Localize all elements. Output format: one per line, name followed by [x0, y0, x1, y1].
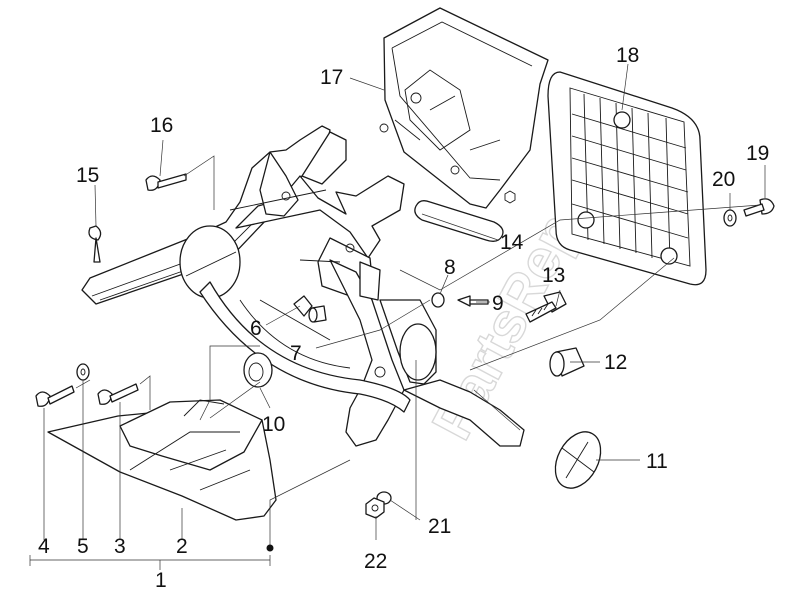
callout-8: 8 — [444, 256, 456, 279]
screw-3 — [97, 383, 139, 405]
bushing-7 — [308, 305, 327, 323]
callout-18: 18 — [616, 44, 639, 67]
reflector-strip — [414, 200, 504, 242]
screw-16 — [145, 173, 187, 191]
callout-1: 1 — [155, 569, 167, 592]
washer-5 — [76, 363, 90, 381]
callout-22: 22 — [364, 550, 387, 573]
callout-21: 21 — [428, 515, 451, 538]
grommet — [243, 352, 273, 388]
bolt — [525, 291, 567, 323]
screw-15 — [88, 225, 102, 263]
reference-dot — [266, 544, 274, 552]
callout-7: 7 — [290, 342, 302, 365]
callout-10: 10 — [262, 413, 285, 436]
washer-8 — [431, 292, 445, 308]
callout-12: 12 — [604, 351, 627, 374]
splash-guard — [47, 399, 277, 521]
callout-9: 9 — [492, 292, 504, 315]
nut-22 — [365, 497, 385, 519]
rear-mudguard-bracket — [81, 125, 525, 447]
screw-4 — [35, 385, 75, 407]
clip-6 — [293, 295, 313, 317]
callout-4: 4 — [38, 535, 50, 558]
callout-3: 3 — [114, 535, 126, 558]
callout-14: 14 — [500, 231, 524, 254]
callout-13: 13 — [542, 264, 565, 287]
round-reflector — [554, 431, 602, 489]
callout-11: 11 — [646, 450, 668, 473]
leader-lines — [29, 63, 766, 570]
callout-2: 2 — [176, 535, 188, 558]
callout-5: 5 — [77, 535, 89, 558]
callout-20: 20 — [712, 168, 735, 191]
callout-6: 6 — [250, 317, 262, 340]
callout-numbers: 1 2 3 4 5 6 7 8 9 10 11 12 13 14 15 16 1… — [38, 44, 769, 592]
tail-light-housing — [379, 7, 549, 209]
callout-19: 19 — [746, 142, 769, 165]
washer-20 — [723, 209, 737, 227]
screw-19 — [743, 198, 775, 217]
license-plate-holder — [547, 71, 707, 286]
callout-16: 16 — [150, 114, 173, 137]
callout-15: 15 — [76, 164, 99, 187]
callout-17: 17 — [320, 66, 343, 89]
